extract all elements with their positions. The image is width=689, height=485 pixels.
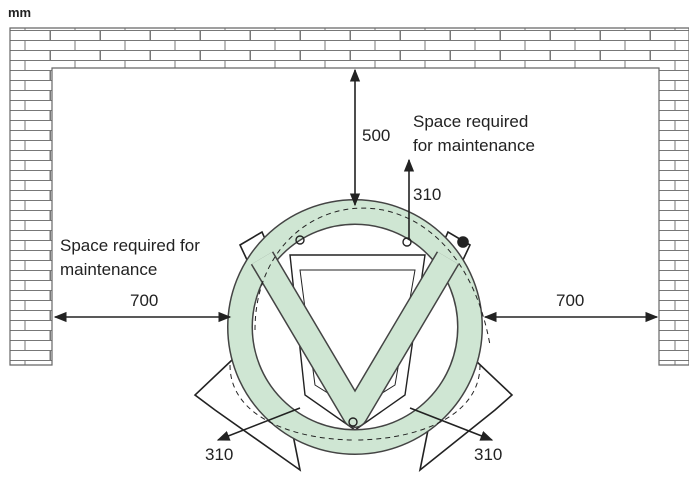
dimension-left: 700 [130, 291, 158, 310]
dimension-front: 310 [413, 185, 441, 204]
note-left-line2: maintenance [60, 260, 157, 279]
dimension-bottom-left: 310 [205, 445, 233, 464]
note-top-line2: for maintenance [413, 136, 535, 155]
note-left-line1: Space required for [60, 236, 200, 255]
rotation-ring [227, 199, 483, 455]
unit-label: mm [8, 5, 31, 20]
dimension-arrows [53, 68, 659, 441]
note-top-line1: Space required [413, 112, 528, 131]
clearance-arcs [229, 207, 491, 441]
dimension-right: 700 [556, 291, 584, 310]
dimension-top: 500 [362, 126, 390, 145]
dimension-bottom-right: 310 [474, 445, 502, 464]
brick-wall [9, 27, 689, 366]
